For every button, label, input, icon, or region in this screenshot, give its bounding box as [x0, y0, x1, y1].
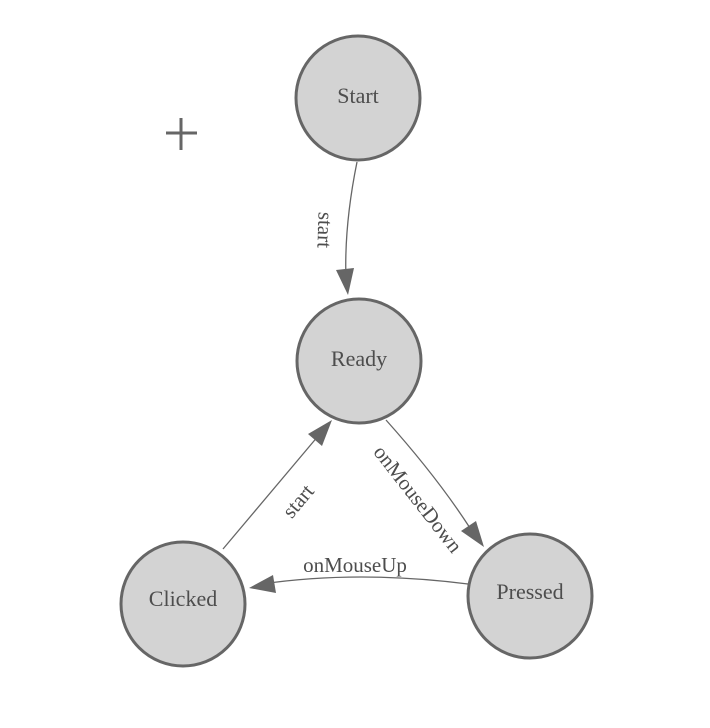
- edge-line[interactable]: [261, 576, 469, 585]
- edge-line[interactable]: [345, 161, 358, 281]
- node-label-ready: Ready: [331, 346, 387, 371]
- arrowhead-icon: [308, 420, 332, 446]
- node-label-clicked: Clicked: [149, 586, 217, 611]
- arrowhead-icon: [461, 521, 484, 547]
- state-node-pressed[interactable]: Pressed: [466, 532, 594, 660]
- arrowhead-icon: [336, 268, 354, 295]
- node-label-start: Start: [337, 83, 379, 108]
- arrowhead-icon: [249, 575, 276, 593]
- edge-label-clicked-to-ready: start: [277, 479, 319, 522]
- state-node-ready[interactable]: Ready: [295, 297, 423, 425]
- state-node-start[interactable]: Start: [294, 34, 422, 162]
- edge-clicked-to-ready[interactable]: start: [222, 420, 332, 550]
- edge-pressed-to-clicked[interactable]: onMouseUp: [249, 553, 469, 593]
- state-node-clicked[interactable]: Clicked: [119, 540, 247, 668]
- edge-ready-to-pressed[interactable]: onMouseDown: [369, 419, 484, 558]
- node-circle[interactable]: [295, 297, 423, 425]
- node-circle[interactable]: [119, 540, 247, 668]
- edge-start-to-ready[interactable]: start: [312, 161, 358, 295]
- edge-label-start-to-ready: start: [312, 212, 337, 249]
- edge-line[interactable]: [385, 419, 471, 529]
- plus-crosshair-icon: [166, 118, 197, 150]
- node-label-pressed: Pressed: [496, 579, 563, 604]
- edge-label-pressed-to-clicked: onMouseUp: [303, 553, 407, 577]
- node-circle[interactable]: [466, 532, 594, 660]
- edge-line[interactable]: [222, 434, 320, 550]
- node-circle[interactable]: [294, 34, 422, 162]
